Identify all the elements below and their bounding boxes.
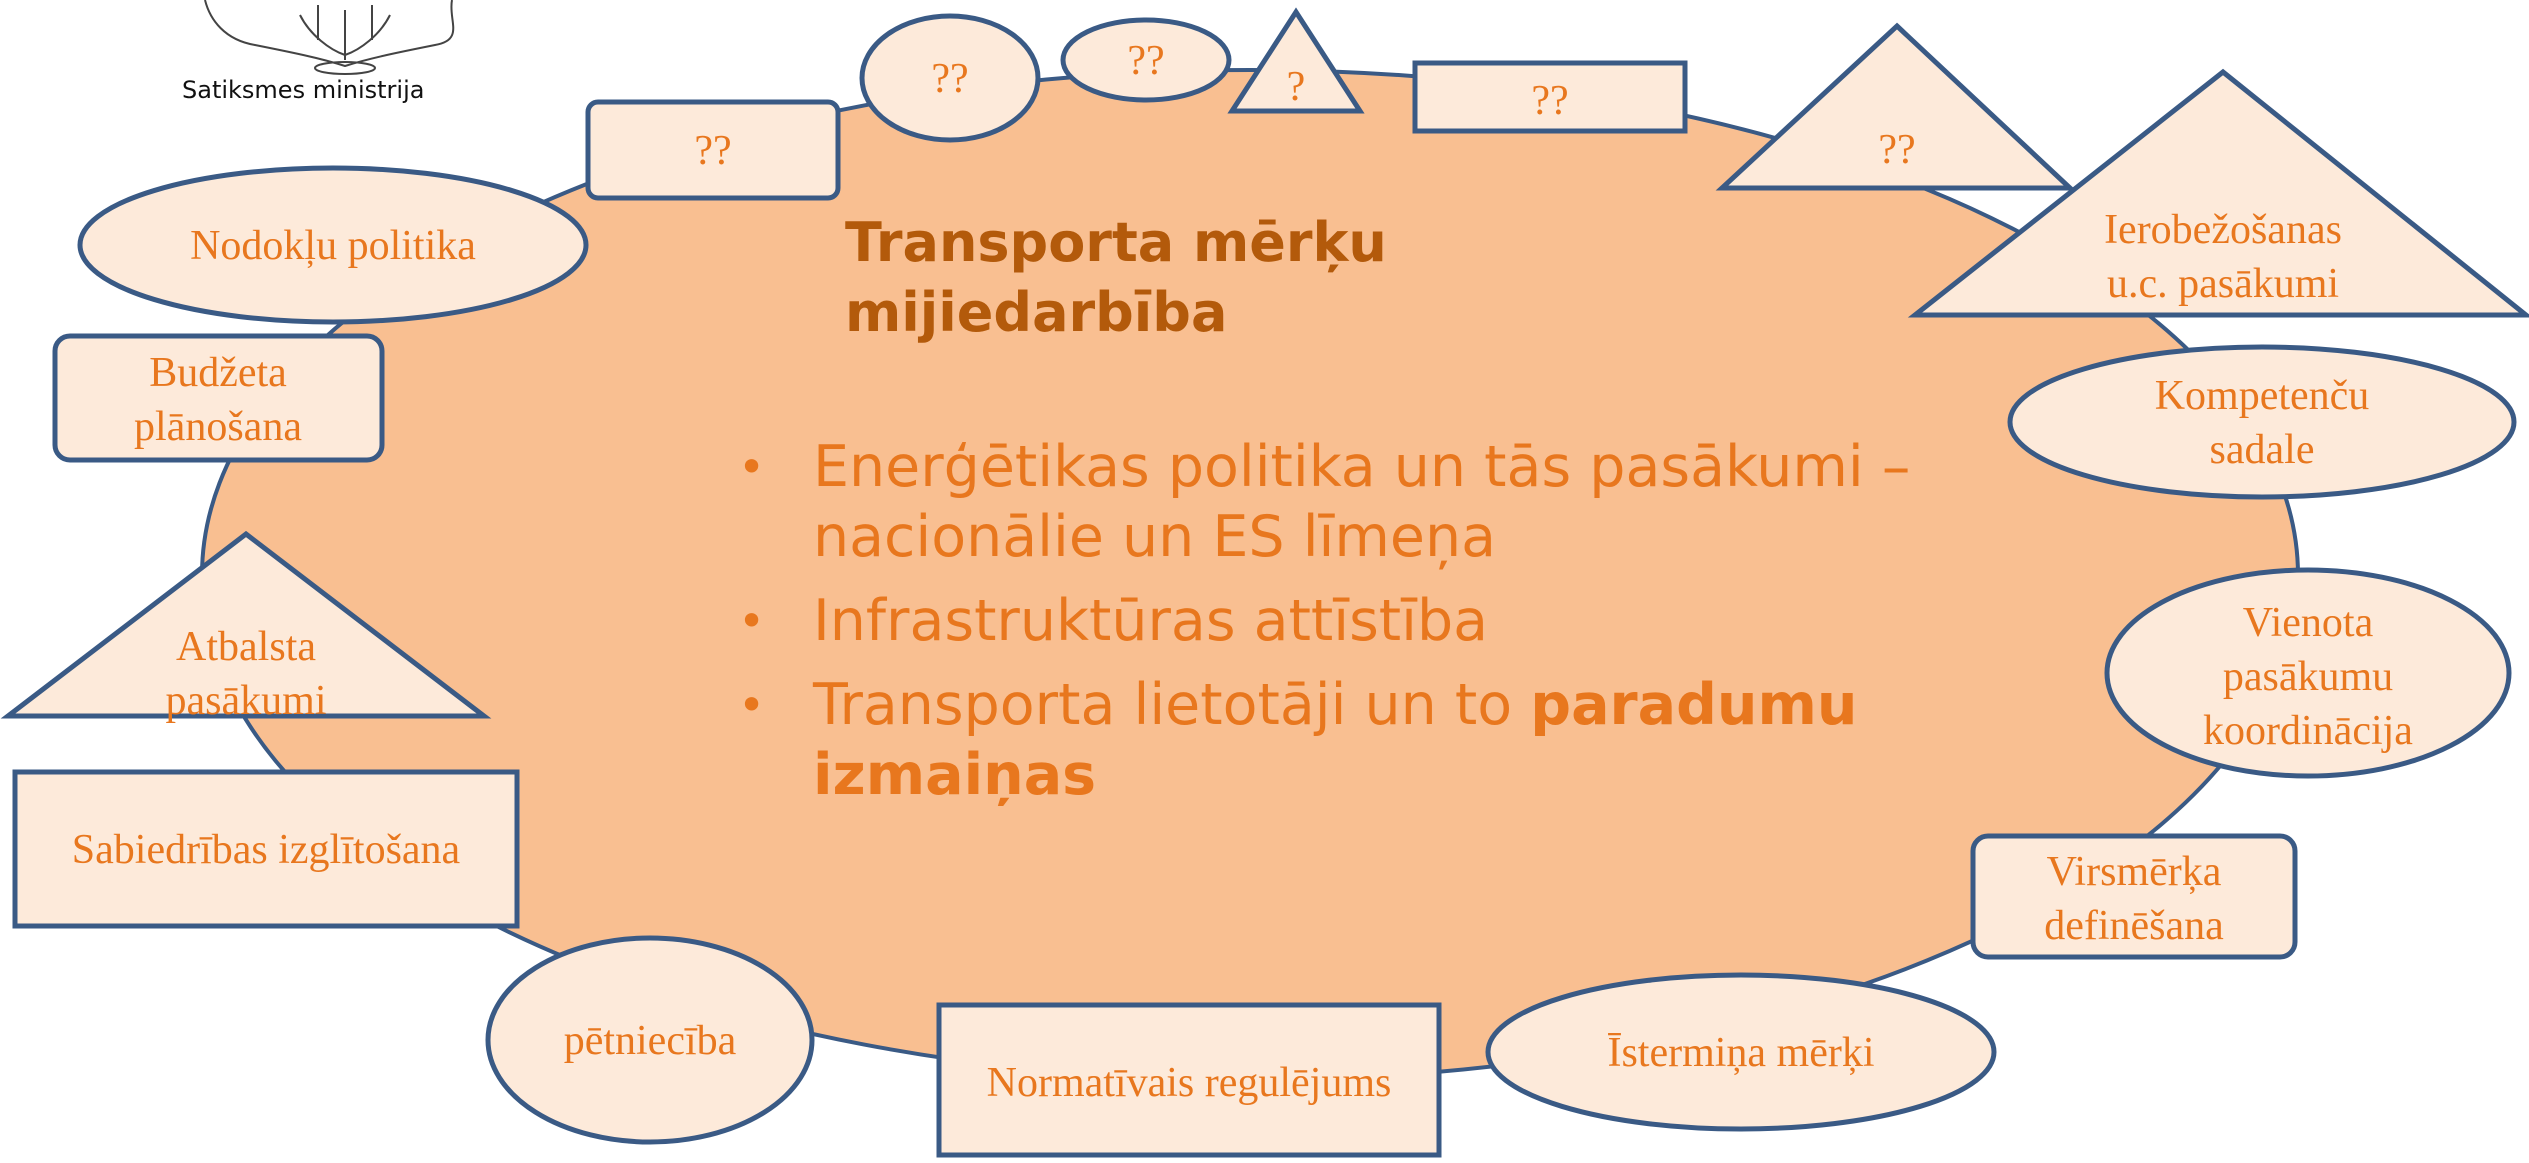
shape-label-line: sadale bbox=[2210, 427, 2315, 473]
title-line: mijiedarbība bbox=[845, 281, 1228, 344]
bullet-dot-icon: • bbox=[738, 594, 766, 648]
vienota-ellipse: Vienota pasākumu koordinācija bbox=[2104, 567, 2512, 779]
petnieciba-ellipse: pētniecība bbox=[485, 935, 815, 1145]
virsmerka-rect: Virsmērķa definēšana bbox=[1970, 833, 2298, 960]
shape-label: ? bbox=[1287, 64, 1306, 110]
shape-label-line: u.c. pasākumi bbox=[2107, 261, 2339, 307]
shape-label: Nodokļu politika bbox=[190, 223, 476, 269]
budzeta-rect: Budžeta plānošana bbox=[52, 333, 385, 463]
bullet-text-bold: izmaiņas bbox=[813, 742, 1097, 808]
question-triangle-small: ? bbox=[1227, 7, 1365, 114]
shape-label-line: pasākumu bbox=[2223, 654, 2393, 700]
shape-label-line: Atbalsta bbox=[176, 624, 316, 670]
sabiedribas-rect: Sabiedrības izglītošana bbox=[12, 769, 520, 929]
title-line: Transporta mērķu bbox=[845, 211, 1387, 274]
question-triangle-right: ?? bbox=[1715, 22, 2077, 191]
atbalsta-triangle: Atbalsta pasākumi bbox=[0, 530, 492, 724]
shape-label: Normatīvais regulējums bbox=[987, 1060, 1392, 1106]
logo-caption: Satiksmes ministrija bbox=[182, 76, 425, 104]
shape-label: Īstermiņa mērķi bbox=[1607, 1030, 1874, 1076]
bullet-dot-icon: • bbox=[738, 440, 766, 494]
question-rect-left: ?? bbox=[585, 99, 841, 201]
question-ellipse-1: ?? bbox=[859, 13, 1041, 143]
bullet-list: • Enerģētikas politika un tās pasākumi –… bbox=[738, 432, 2038, 824]
shape-label-line: Ierobežošanas bbox=[2104, 207, 2342, 253]
shape-label-line: Kompetenču bbox=[2155, 373, 2370, 419]
shape-label: ?? bbox=[931, 56, 968, 102]
bullet-text-line: Infrastruktūras attīstība bbox=[813, 588, 1489, 654]
ierobezosanas-triangle: Ierobežošanas u.c. pasākumi bbox=[1907, 68, 2529, 318]
question-ellipse-2: ?? bbox=[1060, 17, 1232, 103]
bullet-item: • Enerģētikas politika un tās pasākumi –… bbox=[738, 432, 2038, 572]
shape-label: pētniecība bbox=[564, 1018, 737, 1064]
shape-label: ?? bbox=[1878, 127, 1915, 173]
bullet-dot-icon: • bbox=[738, 678, 766, 732]
shape-label-line: Budžeta bbox=[149, 350, 287, 396]
shape-label-line: Virsmērķa bbox=[2047, 849, 2222, 895]
bullet-item: • Transporta lietotāji un to paradumu iz… bbox=[738, 670, 2038, 810]
bullet-text-bold: paradumu bbox=[1530, 672, 1858, 738]
bullet-text-line: Transporta lietotāji un to paradumu bbox=[813, 670, 2038, 740]
istermina-ellipse: Īstermiņa mērķi bbox=[1485, 972, 1997, 1132]
kompetencu-ellipse: Kompetenču sadale bbox=[2007, 344, 2517, 500]
bullet-text-line: nacionālie un ES līmeņa bbox=[813, 504, 1497, 570]
shape-label: ?? bbox=[1531, 78, 1568, 124]
shape-label-line: pasākumi bbox=[166, 678, 327, 724]
shape-label-line: definēšana bbox=[2044, 903, 2224, 949]
coat-of-arms-logo bbox=[204, 0, 455, 75]
bullet-item: • Infrastruktūras attīstība bbox=[738, 586, 2038, 656]
normativais-rect: Normatīvais regulējums bbox=[936, 1002, 1442, 1158]
shape-label: ?? bbox=[694, 128, 731, 174]
bullet-text-line: Enerģētikas politika un tās pasākumi – bbox=[813, 434, 1911, 500]
bullet-text-plain: Transporta lietotāji un to bbox=[813, 672, 1531, 738]
slide-title: Transporta mērķu mijiedarbība bbox=[845, 208, 1605, 348]
shape-label-line: koordinācija bbox=[2203, 708, 2413, 754]
question-rect-right: ?? bbox=[1412, 60, 1688, 134]
shape-label-line: Vienota bbox=[2243, 600, 2374, 646]
nodoklu-ellipse: Nodokļu politika bbox=[77, 165, 589, 325]
shape-label: Sabiedrības izglītošana bbox=[72, 827, 461, 873]
shape-label-line: plānošana bbox=[134, 404, 302, 450]
shape-label: ?? bbox=[1127, 38, 1164, 84]
